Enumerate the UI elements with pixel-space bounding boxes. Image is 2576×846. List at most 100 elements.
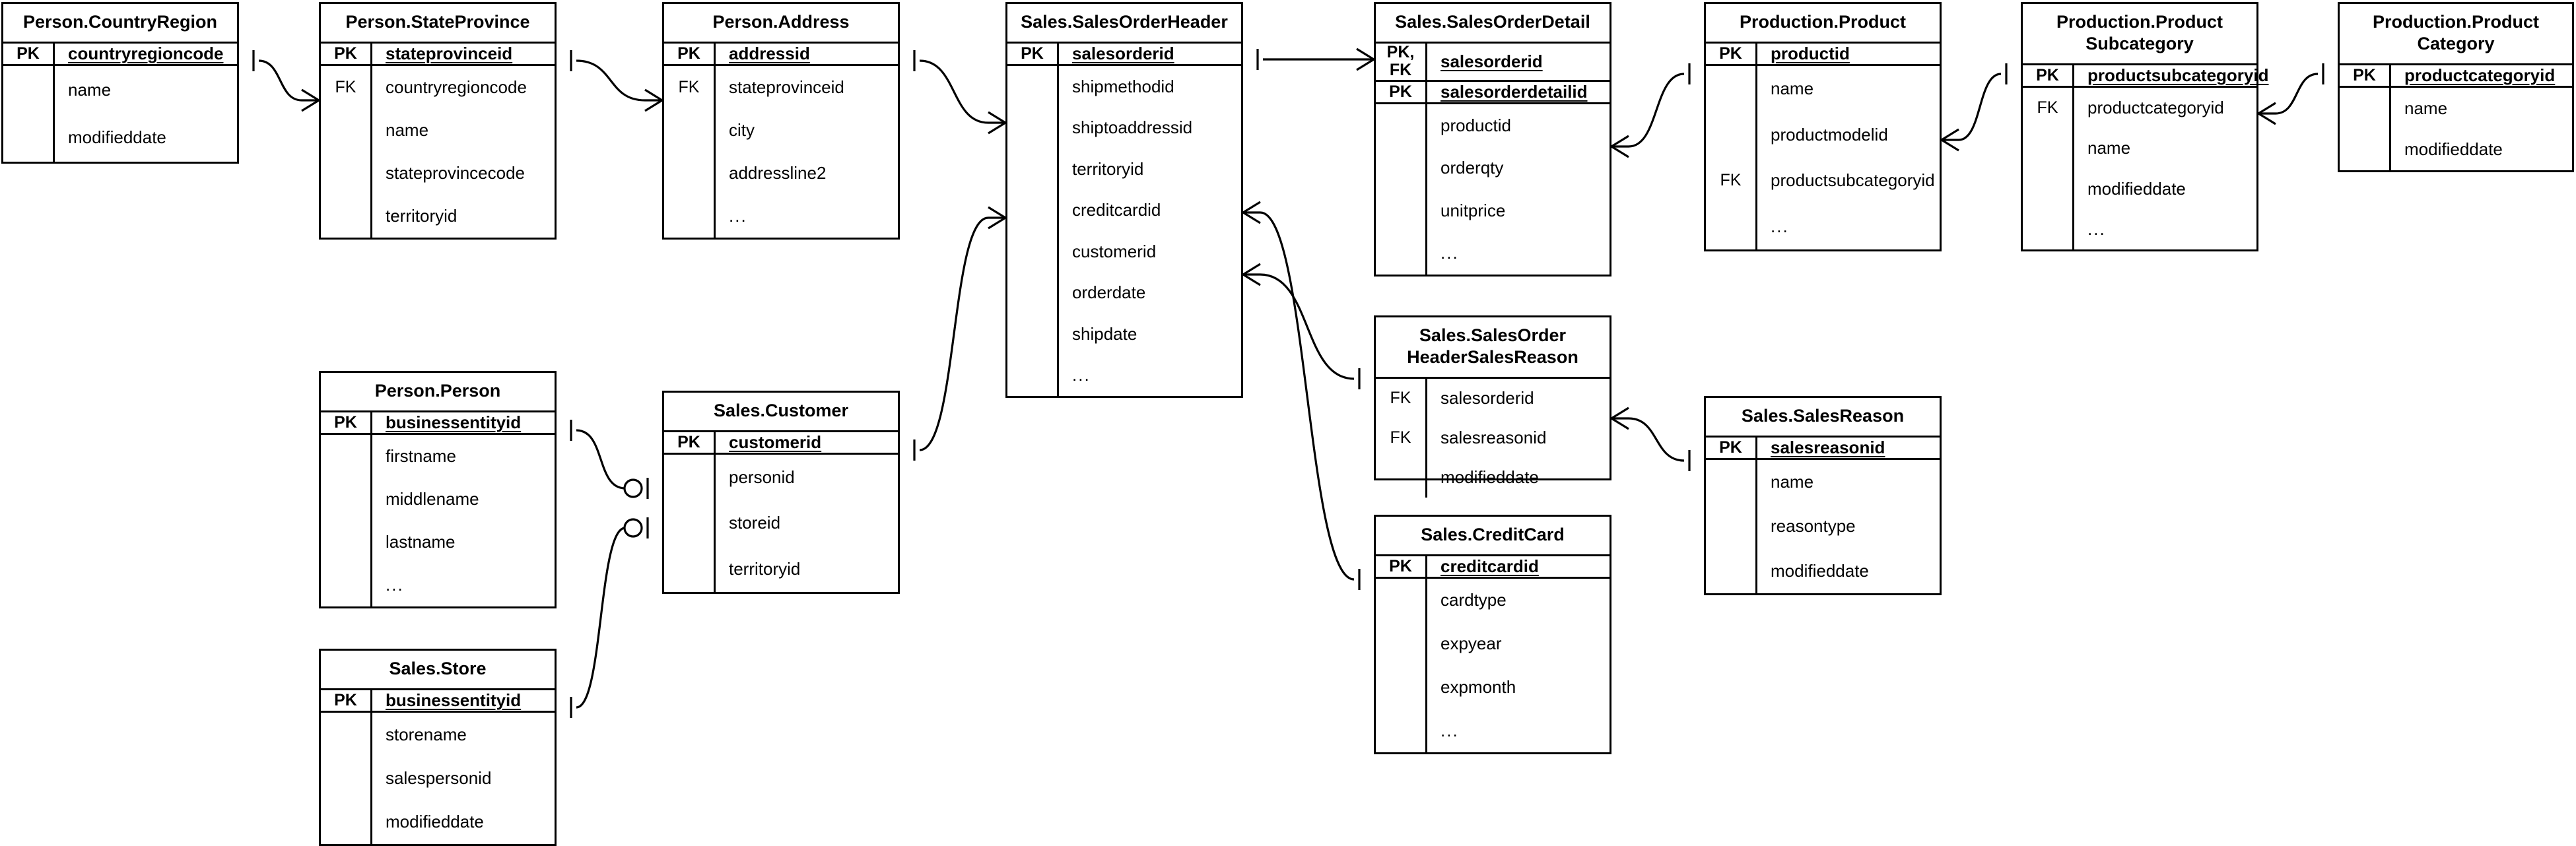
relationship-person-customer — [570, 420, 649, 499]
attribute-row: shipdate — [1007, 313, 1241, 355]
attribute-key-badge — [3, 114, 55, 162]
attribute-key-badge: FK — [1376, 378, 1427, 418]
attribute-name: addressline2 — [729, 162, 827, 183]
attribute-name: productcategoryid — [2087, 98, 2224, 118]
attribute-key-badge — [1007, 272, 1059, 314]
attribute-key-badge — [2023, 209, 2074, 249]
attribute-row: ... — [1376, 709, 1610, 752]
attribute-key-badge — [2340, 87, 2391, 129]
attribute-key-badge — [664, 546, 716, 593]
attribute-key-badge — [1706, 548, 1757, 594]
attribute-row: productmodelid — [1706, 112, 1940, 158]
key-column-name: salesreasonid — [1771, 437, 1885, 457]
attribute-key-badge — [321, 563, 372, 606]
key-badge: PK — [1376, 81, 1427, 102]
attribute-row: territoryid — [664, 546, 898, 593]
key-badge: PK — [2340, 65, 2391, 86]
key-badge: PK — [1706, 437, 1757, 458]
attribute-name: expmonth — [1441, 676, 1516, 697]
attribute-key-badge — [321, 712, 372, 757]
attribute-key-badge — [1706, 459, 1757, 505]
attribute-name: productsubcategoryid — [1771, 170, 1935, 191]
entity-title: Production.Product Subcategory — [2023, 4, 2256, 65]
attribute-name: modifieddate — [1771, 560, 1869, 581]
attribute-row: storename — [321, 712, 555, 757]
attribute-key-badge — [1007, 189, 1059, 231]
attribute-key-badge — [1376, 578, 1427, 622]
attribute-row: storeid — [664, 500, 898, 546]
attribute-name: personid — [729, 467, 795, 488]
attribute-row: shiptoaddressid — [1007, 107, 1241, 148]
attribute-key-badge: FK — [1706, 157, 1757, 204]
attribute-key-badge — [1706, 112, 1757, 158]
attribute-key-badge — [664, 454, 716, 501]
attribute-name: modifieddate — [1441, 467, 1539, 488]
attribute-key-badge — [1007, 313, 1059, 355]
attribute-row: stateprovincecode — [321, 151, 555, 195]
relationship-stateprovince-address — [570, 50, 663, 112]
attribute-row: modifieddate — [1376, 457, 1610, 498]
attribute-name: customerid — [1072, 241, 1157, 261]
attribute-row: personid — [664, 454, 898, 501]
attribute-row: productid — [1376, 104, 1610, 147]
attribute-key-badge — [321, 434, 372, 478]
attribute-row: firstname — [321, 434, 555, 478]
attribute-name: ... — [1441, 720, 1459, 740]
attribute-row: name — [2023, 128, 2256, 169]
attribute-key-badge — [664, 151, 716, 195]
attribute-row: modifieddate — [321, 800, 555, 845]
key-badge: PK — [321, 43, 372, 64]
attribute-row: ... — [1706, 203, 1940, 249]
attribute-name: shipmethodid — [1072, 76, 1174, 96]
attribute-name: name — [1771, 79, 1814, 99]
entity-title: Sales.CreditCard — [1376, 517, 1610, 556]
relationship-countryregion-stateprovince — [252, 50, 320, 112]
attribute-row: modifieddate — [1706, 548, 1940, 594]
attribute-key-badge — [1007, 65, 1059, 108]
attribute-key-badge — [664, 194, 716, 238]
attribute-key-badge — [321, 477, 372, 521]
attribute-key-badge — [1706, 65, 1757, 112]
attribute-row: name — [3, 65, 237, 114]
attribute-name: productmodelid — [1771, 124, 1888, 145]
entity-title: Person.Address — [664, 4, 898, 44]
attribute-name: name — [68, 79, 112, 100]
key-column-name: countryregioncode — [68, 43, 224, 63]
attribute-row: shipmethodid — [1007, 65, 1241, 108]
attribute-key-badge — [2023, 168, 2074, 209]
relationship-product-productsubcategory — [1941, 63, 2008, 152]
attribute-row: cardtype — [1376, 578, 1610, 622]
attribute-name: creditcardid — [1072, 200, 1161, 220]
attribute-key-badge — [1376, 104, 1427, 147]
relationship-salesorderheader-soh_salesreason — [1242, 263, 1361, 389]
attribute-row: name — [2340, 87, 2572, 129]
entity-title: Production.Product — [1706, 4, 1940, 44]
key-badge: PK, FK — [1376, 43, 1427, 80]
